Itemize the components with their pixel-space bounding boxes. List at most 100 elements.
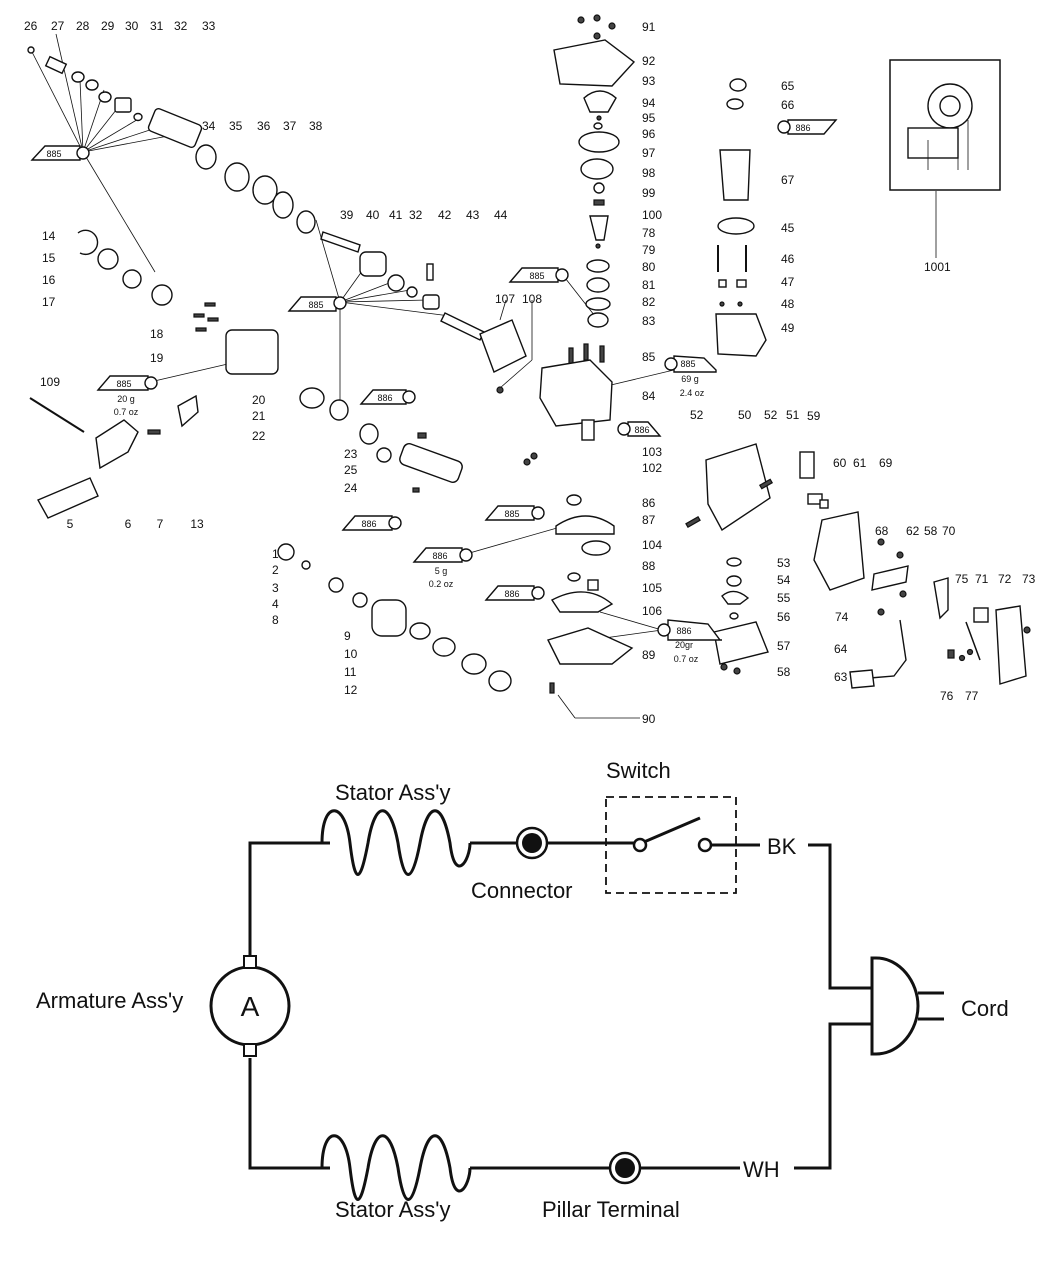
tool-parts — [27, 14, 1031, 694]
part-number-52: 52 — [690, 408, 704, 422]
part-number-43: 43 — [466, 208, 480, 222]
part-number-26: 26 — [24, 19, 38, 33]
part-number-68: 68 — [875, 524, 889, 538]
part-number-106: 106 — [642, 604, 662, 618]
grease-tube-qty-oz: 0.7 oz — [114, 407, 139, 417]
part-number-28: 28 — [76, 19, 90, 33]
part-number-56: 56 — [777, 610, 791, 624]
connector-terminal — [515, 826, 549, 860]
part-number-58b: 58 — [924, 524, 938, 538]
part-number-89: 89 — [642, 648, 656, 662]
part-number-37: 37 — [283, 119, 297, 133]
armature-assembly: A — [209, 955, 291, 1057]
part-number-109: 109 — [40, 375, 60, 389]
switch — [605, 796, 737, 894]
grease-tube-1: 885 — [30, 145, 90, 161]
grease-tube-qty-g: 20gr — [675, 640, 693, 650]
part-number-105: 105 — [642, 581, 662, 595]
part-number-48: 48 — [781, 297, 795, 311]
part-number-100: 100 — [642, 208, 662, 222]
part-number-11: 11 — [344, 665, 357, 679]
part-number-22: 22 — [252, 429, 266, 443]
part-number-36: 36 — [257, 119, 271, 133]
part-number-15: 15 — [42, 251, 56, 265]
part-number-50: 50 — [738, 408, 752, 422]
grease-tube-code: 885 — [308, 300, 323, 310]
wire-wh-plug — [794, 1022, 880, 1170]
part-number-55: 55 — [777, 591, 791, 605]
part-number-82: 82 — [642, 295, 656, 309]
part-number-62: 62 — [906, 524, 920, 538]
part-number-16: 16 — [42, 273, 56, 287]
wire-top-left — [248, 841, 330, 958]
grease-tube-code: 886 — [634, 425, 649, 435]
part-number-74: 74 — [835, 610, 849, 624]
grease-tube-code: 885 — [529, 271, 544, 281]
grease-tube-10: 886 5 g 0.2 oz — [412, 547, 473, 589]
part-numbers: 1 2 3 4 5 6 7 8 9 10 11 12 13 14 15 16 1… — [24, 19, 1036, 726]
part-number-14: 14 — [42, 229, 56, 243]
part-number-103: 103 — [642, 445, 662, 459]
part-number-102: 102 — [642, 461, 662, 475]
bk-label: BK — [767, 834, 797, 859]
wire-bottom-left — [248, 1058, 330, 1170]
part-number-29: 29 — [101, 19, 115, 33]
grease-tube-code: 885 — [680, 359, 695, 369]
wire-bk-plug — [808, 843, 880, 990]
part-number-33: 33 — [202, 19, 216, 33]
part-number-63: 63 — [834, 670, 848, 684]
part-number-95: 95 — [642, 111, 656, 125]
part-number-81: 81 — [642, 278, 656, 292]
exploded-view: 885 885 20 g 0.7 oz 885 886 886 885 — [24, 14, 1036, 726]
grease-tube-5: 886 — [341, 515, 402, 531]
part-number-69: 69 — [879, 456, 893, 470]
grease-tube-code: 886 — [676, 626, 691, 636]
stator-coil-bottom — [320, 1134, 472, 1201]
stator-top-label: Stator Ass'y — [335, 780, 450, 805]
part-number-93: 93 — [642, 74, 656, 88]
wh-label: WH — [743, 1157, 780, 1182]
part-number-66: 66 — [781, 98, 795, 112]
part-number-76: 76 — [940, 689, 954, 703]
part-number-31: 31 — [150, 19, 164, 33]
part-number-47: 47 — [781, 275, 795, 289]
part-number-78: 78 — [642, 226, 656, 240]
part-number-104: 104 — [642, 538, 662, 552]
grease-tube-7: 885 69 g 2.4 oz — [664, 355, 717, 398]
switch-label: Switch — [606, 758, 671, 783]
part-number-54: 54 — [777, 573, 791, 587]
part-number-52b: 52 — [764, 408, 778, 422]
grease-tube-code: 885 — [116, 379, 131, 389]
pillar-terminal-label: Pillar Terminal — [542, 1197, 680, 1222]
part-number-23: 23 — [344, 447, 358, 461]
grease-tube-qty-g: 69 g — [681, 374, 699, 384]
part-number-17: 17 — [42, 295, 56, 309]
grease-tube-code: 885 — [504, 509, 519, 519]
part-number-32: 32 — [174, 19, 188, 33]
pillar-terminal — [608, 1151, 642, 1185]
part-number-13: 13 — [190, 517, 204, 531]
grease-tube-qty-oz: 2.4 oz — [680, 388, 705, 398]
grease-tube-code: 886 — [361, 519, 376, 529]
grease-tube-11: 886 — [484, 585, 545, 601]
grease-tube-6: 885 — [508, 267, 569, 283]
cord-label: Cord — [961, 996, 1009, 1021]
part-number-98: 98 — [642, 166, 656, 180]
grease-tube-13: 886 — [777, 119, 838, 135]
part-number-70: 70 — [942, 524, 956, 538]
grease-tube-code: 885 — [46, 149, 61, 159]
grease-tube-qty-oz: 0.2 oz — [429, 579, 454, 589]
part-number-72: 72 — [998, 572, 1012, 586]
grease-tube-qty-oz: 0.7 oz — [674, 654, 699, 664]
part-number-90: 90 — [642, 712, 656, 726]
part-number-45: 45 — [781, 221, 795, 235]
wiring-diagram: A Armature Ass'y Stator Ass'y Connector … — [36, 758, 1009, 1222]
part-number-1: 1 — [272, 547, 279, 561]
part-number-107: 107 — [495, 292, 515, 306]
part-number-3: 3 — [272, 581, 279, 595]
part-number-27: 27 — [51, 19, 65, 33]
grease-tube-code: 886 — [504, 589, 519, 599]
part-number-25: 25 — [344, 463, 358, 477]
grease-tube-code: 886 — [432, 551, 447, 561]
